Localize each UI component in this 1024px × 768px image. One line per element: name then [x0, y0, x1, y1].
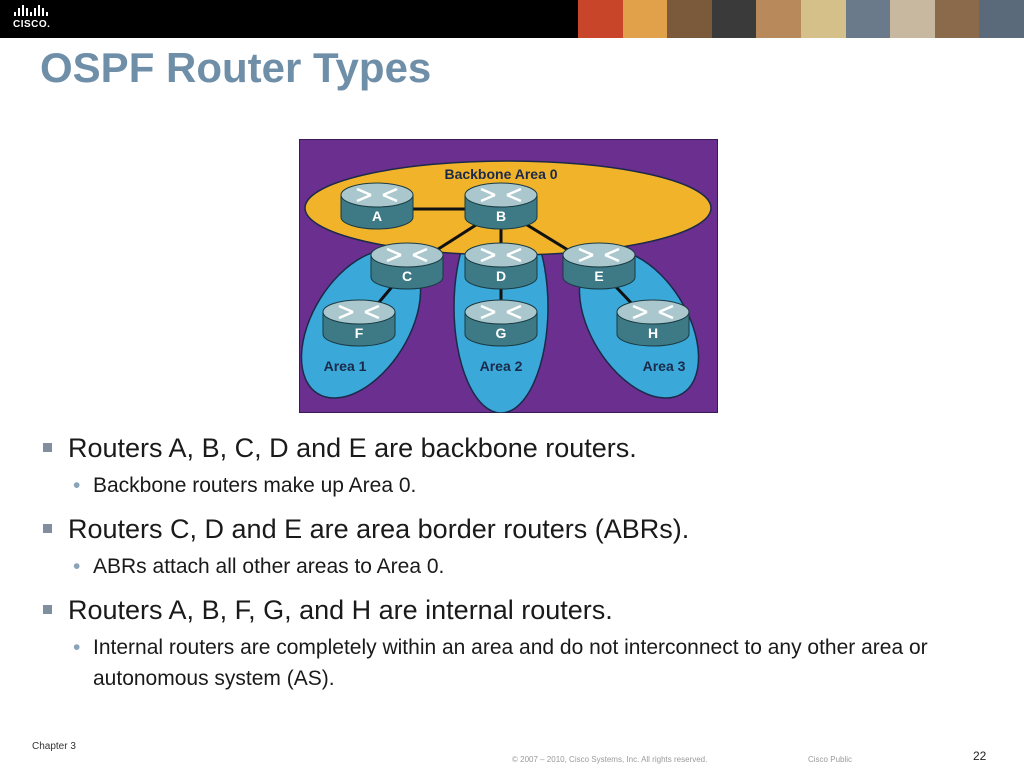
classification-text: Cisco Public: [808, 755, 853, 764]
router-label: A: [372, 208, 382, 224]
router-d-icon: D: [464, 242, 538, 290]
bullet-2-text: Routers C, D and E are area border route…: [68, 514, 690, 544]
area-label-1: Area 1: [324, 358, 367, 374]
bullet-2: Routers C, D and E are area border route…: [40, 511, 1000, 547]
router-a-icon: A: [340, 182, 414, 230]
bullet-1: Routers A, B, C, D and E are backbone ro…: [40, 430, 1000, 466]
header-photo: [845, 0, 891, 38]
dot-bullet-icon: •: [73, 636, 81, 659]
router-label: C: [402, 268, 412, 284]
header-photo: [756, 0, 801, 38]
header-photo: [667, 0, 712, 38]
sub-bullet-3: • Internal routers are completely within …: [40, 632, 1000, 694]
header-photo: [711, 0, 757, 38]
bullet-list: Routers A, B, C, D and E are backbone ro…: [40, 430, 1000, 704]
bullet-3-text: Routers A, B, F, G, and H are internal r…: [68, 595, 613, 625]
header-photo: [890, 0, 935, 38]
bullet-1-text: Routers A, B, C, D and E are backbone ro…: [68, 433, 637, 463]
router-h-icon: H: [616, 299, 690, 347]
dot-bullet-icon: •: [73, 555, 81, 578]
area-label-3: Area 3: [643, 358, 686, 374]
header-bar: CISCO.: [0, 0, 1024, 38]
sub-bullet-1-text: Backbone routers make up Area 0.: [93, 474, 417, 497]
dot-bullet-icon: •: [73, 474, 81, 497]
router-e-icon: E: [562, 242, 636, 290]
backbone-label: Backbone Area 0: [444, 166, 557, 182]
cisco-logo-icon: [14, 5, 48, 16]
header-photo: [622, 0, 668, 38]
router-label: B: [496, 208, 506, 224]
router-b-icon: B: [464, 182, 538, 230]
header-photo: [979, 0, 1024, 38]
sub-bullet-2-text: ABRs attach all other areas to Area 0.: [93, 555, 445, 578]
page-number: 22: [973, 749, 987, 763]
sub-bullet-1: • Backbone routers make up Area 0.: [40, 470, 1000, 501]
router-label: H: [648, 325, 658, 341]
bullet-3: Routers A, B, F, G, and H are internal r…: [40, 592, 1000, 628]
sub-bullet-3-text: Internal routers are completely within a…: [93, 636, 928, 690]
ospf-area-diagram: A B C D E F G H Backbone Area 0 Area 1 Area 2 A…: [299, 139, 718, 413]
router-label: E: [594, 268, 603, 284]
square-bullet-icon: [43, 605, 52, 614]
header-photo: [800, 0, 846, 38]
area-label-2: Area 2: [480, 358, 523, 374]
header-photo: [934, 0, 980, 38]
slide-title: OSPF Router Types: [40, 44, 432, 91]
photo-strip: [578, 0, 1024, 38]
logo-text: CISCO.: [13, 19, 51, 30]
sub-bullet-2: • ABRs attach all other areas to Area 0.: [40, 551, 1000, 582]
router-c-icon: C: [370, 242, 444, 290]
router-label: F: [355, 325, 364, 341]
header-photo: [578, 0, 623, 38]
router-label: D: [496, 268, 506, 284]
square-bullet-icon: [43, 443, 52, 452]
copyright-text: © 2007 – 2010, Cisco Systems, Inc. All r…: [512, 755, 708, 764]
router-label: G: [496, 325, 507, 341]
square-bullet-icon: [43, 524, 52, 533]
chapter-label: Chapter 3: [32, 741, 76, 752]
router-g-icon: G: [464, 299, 538, 347]
router-f-icon: F: [322, 299, 396, 347]
